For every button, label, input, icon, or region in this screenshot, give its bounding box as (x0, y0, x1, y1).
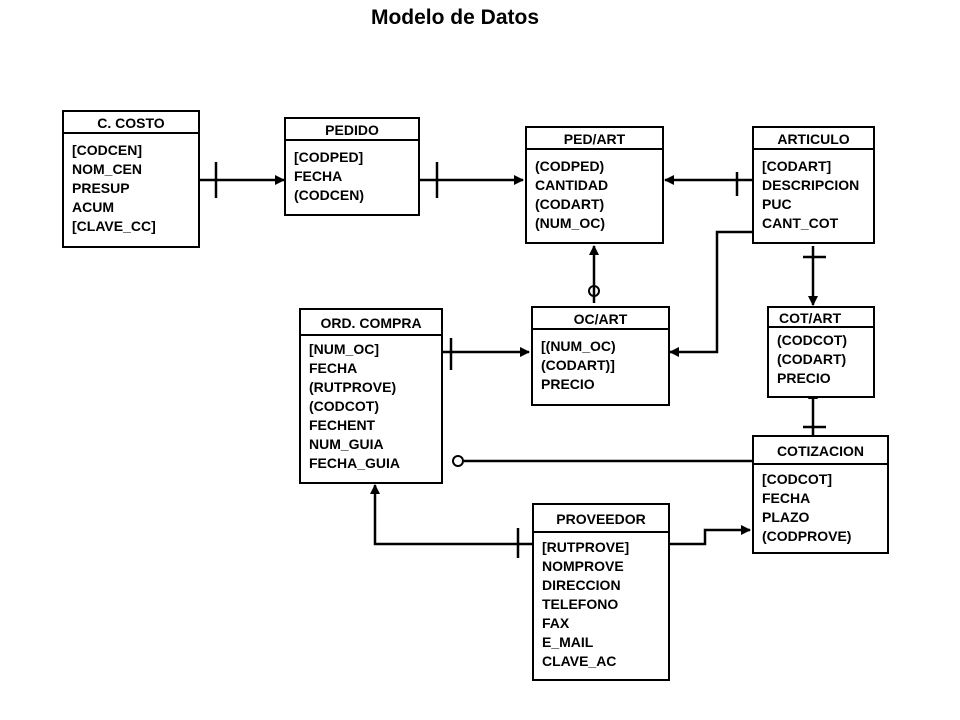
field: FECHENT (309, 417, 376, 433)
field: FECHA_GUIA (309, 455, 401, 471)
field: (CODART) (535, 196, 605, 212)
field: [RUTPROVE] (542, 539, 630, 555)
field: PUC (762, 196, 792, 212)
field: [CODCOT] (762, 471, 832, 487)
entity-cotizacion: COTIZACION [CODCOT] FECHA PLAZO (CODPROV… (752, 435, 889, 554)
field: ACUM (72, 199, 114, 215)
field: (CODPROVE) (762, 528, 852, 544)
entity-proveedor: PROVEEDOR [RUTPROVE] NOMPROVE DIRECCION … (532, 503, 670, 681)
entity-fields-articulo: [CODART] DESCRIPCION PUC CANT_COT (754, 150, 873, 233)
entity-oc-art: OC/ART [(NUM_OC) (CODART)] PRECIO (531, 306, 670, 406)
entity-fields-cotizacion: [CODCOT] FECHA PLAZO (CODPROVE) (754, 465, 887, 546)
field: NUM_GUIA (309, 436, 384, 452)
entity-header-ped-art: PED/ART (527, 128, 662, 150)
entity-header-articulo: ARTICULO (754, 128, 873, 150)
entity-header-ord-compra: ORD. COMPRA (301, 310, 441, 336)
field: (CODART)] (541, 357, 615, 373)
field: DESCRIPCION (762, 177, 860, 193)
entity-c-costo: C. COSTO [CODCEN] NOM_CEN PRESUP ACUM [C… (62, 110, 200, 248)
field: PRECIO (777, 370, 831, 386)
entity-header-pedido: PEDIDO (286, 119, 418, 141)
field: (CODCEN) (294, 187, 364, 203)
entity-fields-ord-compra: [NUM_OC] FECHA (RUTPROVE) (CODCOT) FECHE… (301, 336, 441, 473)
field: FECHA (294, 168, 343, 184)
field: NOMPROVE (542, 558, 624, 574)
field: FECHA (309, 360, 358, 376)
entity-ped-art: PED/ART (CODPED) CANTIDAD (CODART) (NUM_… (525, 126, 664, 244)
entity-articulo: ARTICULO [CODART] DESCRIPCION PUC CANT_C… (752, 126, 875, 244)
entity-fields-pedido: [CODPED] FECHA (CODCEN) (286, 141, 418, 205)
field: [CODPED] (294, 149, 364, 165)
field: CANTIDAD (535, 177, 609, 193)
field: (RUTPROVE) (309, 379, 397, 395)
field: PRECIO (541, 376, 595, 392)
field: [(NUM_OC) (541, 338, 616, 354)
field: NOM_CEN (72, 161, 143, 177)
entity-header-proveedor: PROVEEDOR (534, 505, 668, 533)
entity-cot-art: COT/ART (CODCOT) (CODART) PRECIO (767, 306, 875, 398)
field: (CODPED) (535, 158, 605, 174)
entity-ord-compra: ORD. COMPRA [NUM_OC] FECHA (RUTPROVE) (C… (299, 308, 443, 484)
field: E_MAIL (542, 634, 594, 650)
field: [CLAVE_CC] (72, 218, 156, 234)
entity-fields-ped-art: (CODPED) CANTIDAD (CODART) (NUM_OC) (527, 150, 662, 233)
field: DIRECCION (542, 577, 621, 593)
field: PRESUP (72, 180, 130, 196)
entity-fields-proveedor: [RUTPROVE] NOMPROVE DIRECCION TELEFONO F… (534, 533, 668, 671)
field: CANT_COT (762, 215, 839, 231)
optional-circle-ocart-pedart (588, 285, 600, 297)
entity-fields-oc-art: [(NUM_OC) (CODART)] PRECIO (533, 330, 668, 394)
entity-fields-c-costo: [CODCEN] NOM_CEN PRESUP ACUM [CLAVE_CC] (64, 134, 198, 236)
field: [NUM_OC] (309, 341, 379, 357)
entity-header-oc-art: OC/ART (533, 308, 668, 330)
page-title: Modelo de Datos (370, 6, 539, 29)
rel-articulo-ocart (669, 230, 752, 357)
field: FAX (542, 615, 570, 631)
field: (CODCOT) (309, 398, 379, 414)
optional-circle-cotizacion-ordcompra (452, 455, 464, 467)
entity-header-c-costo: C. COSTO (64, 112, 198, 134)
field: (CODART) (777, 351, 847, 367)
rel-proveedor-ordcompra (370, 484, 532, 546)
entity-pedido: PEDIDO [CODPED] FECHA (CODCEN) (284, 117, 420, 216)
field: FECHA (762, 490, 811, 506)
rel-proveedor-cotizacion (670, 525, 751, 546)
field: CLAVE_AC (542, 653, 617, 669)
entity-header-cotizacion: COTIZACION (754, 437, 887, 465)
field: [CODART] (762, 158, 832, 174)
field: (NUM_OC) (535, 215, 605, 231)
field: (CODCOT) (777, 332, 847, 348)
field: [CODCEN] (72, 142, 142, 158)
entity-fields-cot-art: (CODCOT) (CODART) PRECIO (769, 328, 873, 388)
entity-header-cot-art: COT/ART (769, 308, 873, 328)
field: TELEFONO (542, 596, 619, 612)
field: PLAZO (762, 509, 810, 525)
